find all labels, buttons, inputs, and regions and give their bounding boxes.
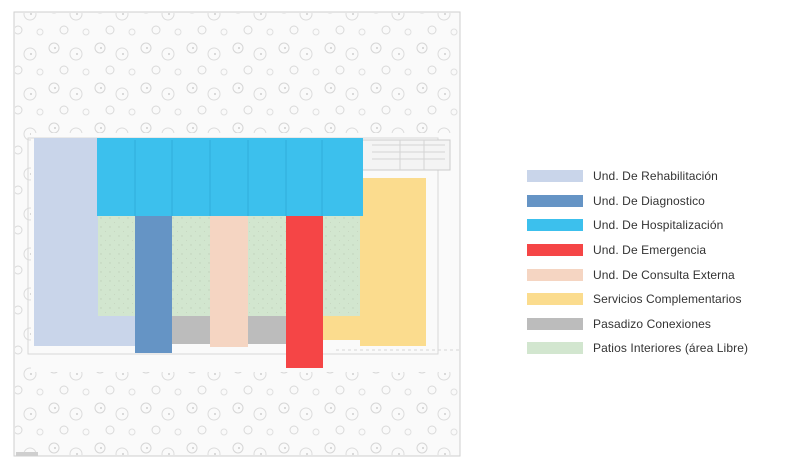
legend-item-pasadizo-conexiones: Pasadizo Conexiones	[527, 312, 797, 337]
legend-label: Pasadizo Conexiones	[593, 316, 711, 331]
legend-label: Und. De Emergencia	[593, 243, 707, 258]
legend-swatch	[527, 342, 583, 355]
legend-swatch	[527, 268, 583, 281]
south-vegetation-area	[15, 372, 459, 455]
legend-label: Servicios Complementarios	[593, 292, 742, 307]
legend-item-diagnostico: Und. De Diagnostico	[527, 189, 797, 214]
north-vegetation-area	[15, 13, 459, 133]
legend-swatch	[527, 293, 583, 306]
zone-rehabilitacion	[34, 138, 98, 346]
legend-item-consulta-externa: Und. De Consulta Externa	[527, 262, 797, 287]
site-plan	[13, 11, 461, 457]
west-edge-area	[15, 133, 31, 372]
legend-item-rehabilitacion: Und. De Rehabilitación	[527, 164, 797, 189]
legend: Und. De Rehabilitación Und. De Diagnosti…	[527, 164, 797, 361]
zone-hospitalizacion	[97, 138, 363, 216]
legend-swatch	[527, 219, 583, 232]
legend-item-servicios-complementarios: Servicios Complementarios	[527, 287, 797, 312]
zone-servicios-complementarios	[360, 178, 426, 346]
zone-pasadizo-2	[248, 316, 286, 344]
legend-label: Und. De Consulta Externa	[593, 267, 735, 282]
legend-label: Und. De Hospitalización	[593, 218, 724, 233]
zone-emergencia	[286, 216, 323, 368]
legend-label: Und. De Diagnostico	[593, 193, 705, 208]
legend-item-emergencia: Und. De Emergencia	[527, 238, 797, 263]
legend-label: Patios Interiores (área Libre)	[593, 341, 749, 356]
legend-swatch	[527, 170, 583, 183]
zone-rehabilitacion-lower	[34, 316, 136, 346]
zone-pasadizo-1	[172, 316, 212, 344]
legend-item-patios-interiores: Patios Interiores (área Libre)	[527, 336, 797, 361]
zone-diagnostico	[135, 216, 172, 353]
legend-label: Und. De Rehabilitación	[593, 169, 718, 184]
legend-swatch	[527, 244, 583, 257]
zone-servicios-lower	[322, 316, 362, 340]
scale-bar	[16, 452, 38, 456]
legend-swatch	[527, 317, 583, 330]
zone-consulta-externa	[210, 216, 248, 347]
legend-item-hospitalizacion: Und. De Hospitalización	[527, 213, 797, 238]
legend-swatch	[527, 194, 583, 207]
